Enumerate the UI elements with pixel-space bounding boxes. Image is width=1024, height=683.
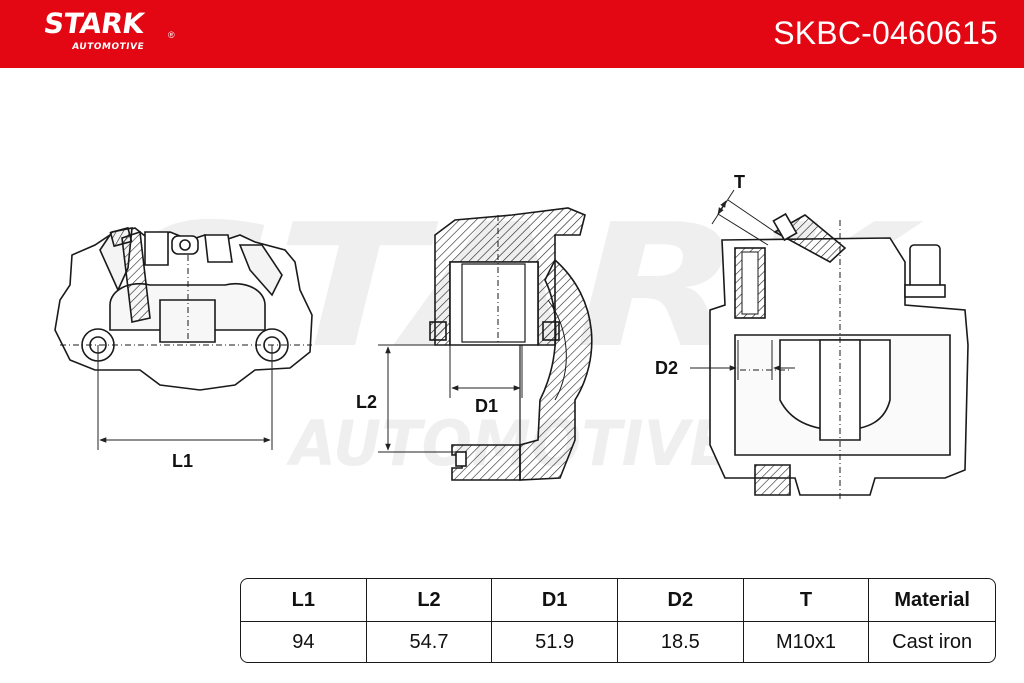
brand-logo: STARK [41,7,146,40]
caliper-front-view [709,212,969,500]
specifications-table: L1 L2 D1 D2 T Material 94 54.7 51.9 18.5… [240,578,996,663]
spec-value-d2: 18.5 [618,622,744,662]
spec-header-l2: L2 [366,579,493,622]
spec-header-t: T [743,579,870,622]
dimension-l2 [378,344,455,453]
dimension-label-d1: D1 [475,396,498,416]
caliper-top-view [54,226,313,391]
specifications-value-row: 94 54.7 51.9 18.5 M10x1 Cast iron [241,622,995,662]
spec-header-material: Material [869,579,995,622]
dimension-label-d2: D2 [655,358,678,378]
spec-value-material: Cast iron [892,630,973,653]
spec-header-l1: L1 [241,579,367,622]
spec-value-l1: 94 [241,622,367,662]
header-bar: STARK ® AUTOMOTIVE SKBC-0460615 [0,0,1024,68]
dimension-d2 [690,340,795,380]
dimension-d1 [449,345,523,398]
brand-logo-subtitle: AUTOMOTIVE [71,42,145,52]
dimension-label-l2: L2 [356,392,377,412]
spec-header-d1: D1 [492,579,618,622]
dimension-label-l1: L1 [172,451,193,471]
spec-header-d2: D2 [617,579,744,622]
caliper-section-view [429,207,593,481]
specifications-header-row: L1 L2 D1 D2 T Material [241,579,995,622]
dimension-l1 [97,345,273,450]
spec-value-l2: 54.7 [367,622,493,662]
spec-value-t: M10x1 [744,622,870,662]
spec-value-d1: 51.9 [492,622,618,662]
dimension-t [711,189,776,246]
dimension-label-t: T [734,172,745,192]
brand-registered-mark: ® [168,30,175,40]
caliper-technical-drawing: STARK AUTOMOTIVE ® L1 [54,172,969,500]
part-number: SKBC-0460615 [773,15,998,51]
